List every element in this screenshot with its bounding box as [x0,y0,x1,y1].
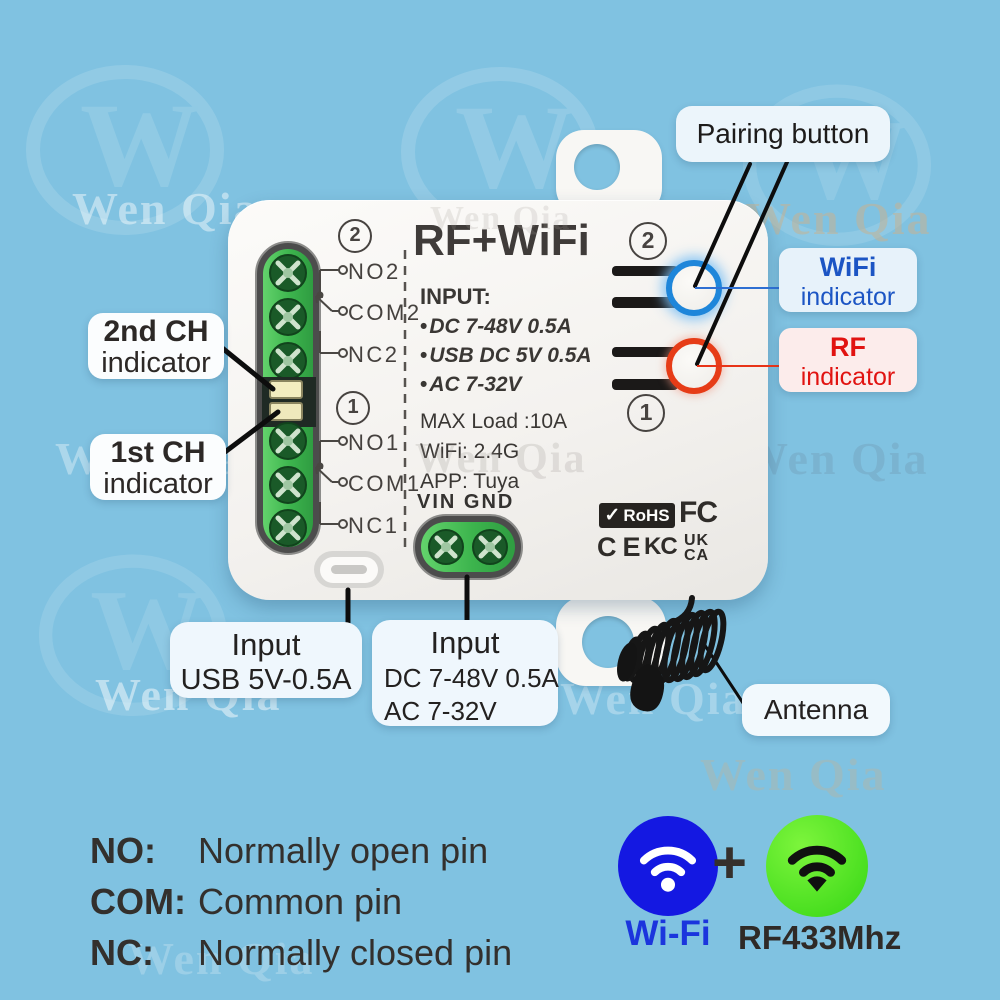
channel1-badge-right: 1 [627,394,665,432]
brand-watermark: Wen Qia [745,193,932,244]
terminal-label-nc1: NC1 [348,513,400,538]
antenna-callout: Antenna [742,684,890,736]
rf433-badge-label: RF433Mhz [738,919,902,956]
wifi-badge-label: Wi-Fi [625,914,711,953]
terminal-label-nc2: NC2 [348,342,400,367]
mounting-hole [574,144,620,190]
pin-legend: NO:Normally open pin COM:Common pin NC:N… [90,830,630,983]
spec-bullet: •DC 7-48V 0.5A [420,315,572,338]
legend-row: COM:Common pin [90,881,403,922]
vent-slot [612,266,678,276]
rf-pairing-button [666,338,722,394]
fcc-mark: FC [679,496,718,529]
legend-row: NC:Normally closed pin [90,932,513,973]
spec-info: WiFi: 2.4G [420,440,520,463]
brand-watermark: Wen Qia [700,749,887,800]
brand-watermark: Wen Qia [742,433,929,484]
spec-bullet: •USB DC 5V 0.5A [420,344,592,367]
wifi-badge [618,816,718,916]
usb-input-callout: Input USB 5V-0.5A [170,622,362,698]
screw-icon [269,422,307,547]
check-icon: ✓ [604,505,621,526]
vent-slot [612,297,678,308]
screw-icon [269,254,307,380]
brand-logo-watermark: W [26,65,224,235]
channel-led-panel [262,377,316,427]
pairing-button-callout: Pairing button [676,106,890,162]
input-heading: INPUT: [420,284,491,309]
wifi-icon [639,846,697,892]
rf433-badge [766,815,868,917]
spec-bullet: •AC 7-32V [420,373,522,396]
usb-port [314,551,384,588]
rohs-mark: ✓ RoHS [599,503,675,528]
rf-indicator-callout: RF indicator [779,328,917,392]
terminal-label-no2: NO2 [348,259,401,284]
terminal-label-com2: COM2 [348,300,422,325]
ch2-led [269,380,303,399]
ch1-indicator-callout: 1st CH indicator [90,434,226,500]
vent-slot [612,379,678,390]
wifi-pairing-button [666,260,722,316]
power-terminal [413,514,523,580]
spec-info: MAX Load :10A [420,410,568,433]
brand-logo-watermark: W [742,84,932,246]
plus-icon: + [712,829,748,896]
dc-input-callout: Input DC 7-48V 0.5A AC 7-32V [372,620,559,726]
power-terminal-label: VIN GND [417,491,515,513]
kc-mark: KC [644,533,678,560]
channel2-badge-left: 2 [338,219,372,253]
terminal-label-no1: NO1 [348,430,401,455]
legend-row: NO:Normally open pin [90,830,489,871]
wifi-indicator-callout: WiFi indicator [779,248,917,312]
spec-info: APP: Tuya [420,470,520,493]
channel2-badge-right: 2 [629,222,667,260]
ch1-led [269,402,303,421]
ce-mark: CE [597,532,647,562]
terminal-label-com1: COM1 [348,471,422,496]
mounting-hole [582,616,634,668]
vent-slot [612,347,678,357]
ch2-indicator-callout: 2nd CH indicator [88,313,224,379]
channel1-badge-left: 1 [336,391,370,425]
ukca-mark: UK CA [684,532,710,564]
wifi-icon [787,845,847,892]
svg-text:W: W [80,78,200,211]
device-title: RF+WiFi [413,216,590,265]
screw-icon [428,529,508,565]
mounting-tab-bottom [556,596,666,686]
antenna-line [702,642,747,708]
terminal-strip [255,241,321,555]
spec-block: INPUT: •DC 7-48V 0.5A •USB DC 5V 0.5A •A… [420,284,610,494]
